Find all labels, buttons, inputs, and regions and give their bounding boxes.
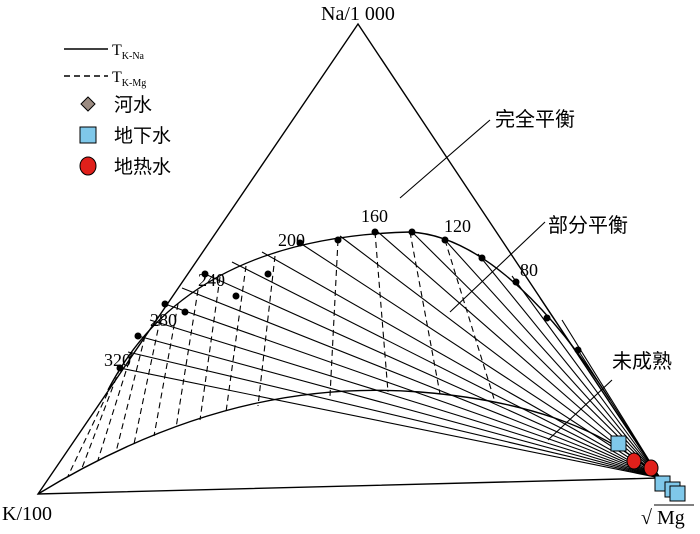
tkmg-isotherms [67, 231, 496, 477]
temp-label-120: 120 [444, 216, 471, 236]
tkna-isotherm [181, 287, 661, 479]
tkna-isotherm [477, 253, 661, 479]
tkna-isotherm [204, 273, 661, 479]
vertex-left-label: K/100 [2, 503, 52, 525]
legend-geothermal-label: 地热水 [114, 156, 171, 178]
zone-full-equilibrium: 完全平衡 [495, 107, 575, 131]
tkna-isotherm [261, 251, 661, 479]
temp-label-80: 80 [520, 260, 538, 280]
temperature-marker [134, 332, 142, 340]
tkmg-isotherm [225, 265, 247, 413]
tkmg-isotherm [175, 289, 199, 429]
vertex-right-radical: √ [641, 507, 652, 529]
tkna-isotherm [577, 349, 661, 479]
temperature-marker [201, 270, 209, 278]
temperature-marker [478, 254, 486, 262]
tkna-isotherm [137, 335, 661, 479]
tkna-isotherm [339, 235, 661, 479]
temperature-marker [574, 346, 582, 354]
full-equilibrium-curve [107, 231, 611, 401]
tkmg-isotherm [444, 239, 496, 403]
temperature-marker [296, 239, 304, 247]
temperature-markers [116, 228, 582, 372]
triangle-outline [36, 22, 662, 495]
temperature-marker [334, 236, 342, 244]
temp-label-160: 160 [361, 206, 388, 226]
zone-immature: 未成熟 [612, 349, 672, 373]
tkmg-isotherm [97, 351, 133, 461]
legend-groundwater-square [79, 126, 97, 144]
tkmg-isotherm [133, 319, 161, 445]
temperature-marker [371, 228, 379, 236]
groundwater-marker [610, 435, 627, 452]
tkna-isotherm [127, 351, 661, 479]
vertex-top-label: Na/1 000 [321, 3, 395, 25]
tkna-isotherm [231, 261, 661, 479]
tkmg-isotherm [329, 239, 339, 397]
legend-river-label: 河水 [114, 94, 152, 116]
tkna-isotherm [149, 319, 661, 479]
temperature-marker [232, 292, 240, 300]
tkmg-isotherm [199, 276, 221, 421]
temp-label-280: 280 [150, 310, 177, 330]
partial-equilibrium-curve [37, 389, 661, 495]
legend-river-diamond [80, 96, 96, 112]
tkmg-isotherm [409, 231, 441, 395]
zone-leaders [399, 119, 613, 441]
tkmg-isotherm [374, 231, 389, 393]
zone-partial-equilibrium: 部分平衡 [548, 213, 628, 237]
tkmg-isotherm [67, 383, 113, 477]
full-equilibrium-leader [399, 119, 491, 199]
temperature-marker [512, 278, 520, 286]
temp-label-320: 320 [104, 350, 131, 370]
tkna-isotherm [164, 303, 661, 479]
temperature-marker [264, 270, 272, 278]
legend: TK-Na TK-Mg 河水 地下水 地热水 [64, 42, 171, 178]
temp-label-240: 240 [198, 270, 225, 290]
temperature-marker [408, 228, 416, 236]
temperature-marker [116, 364, 124, 372]
partial-equilibrium-leader [449, 221, 546, 313]
tkmg-isotherm [81, 367, 121, 469]
temperature-marker [161, 300, 169, 308]
tkna-isotherm [539, 297, 661, 479]
legend-groundwater-label: 地下水 [114, 125, 171, 147]
tkna-isotherm [119, 367, 661, 479]
tkna-isotherm [511, 275, 661, 479]
groundwater-samples [610, 435, 686, 502]
legend-tkmg-label: TK-Mg [112, 69, 146, 89]
legend-tkna-label: TK-Na [112, 42, 145, 62]
temperature-marker [543, 314, 551, 322]
geothermal-marker [626, 452, 642, 470]
tkna-isotherm [299, 242, 661, 479]
groundwater-marker [669, 485, 686, 502]
vertex-right-label: Mg [657, 507, 685, 529]
legend-geothermal-circle [79, 156, 97, 176]
geothermal-marker [643, 459, 659, 477]
geothermal-samples [626, 452, 659, 477]
tkmg-isotherm [257, 255, 276, 407]
tkmg-isotherm [153, 303, 179, 437]
temp-label-200: 200 [278, 230, 305, 250]
immature-leader [547, 379, 613, 441]
temperature-marker [181, 308, 189, 316]
temperature-marker [441, 236, 449, 244]
